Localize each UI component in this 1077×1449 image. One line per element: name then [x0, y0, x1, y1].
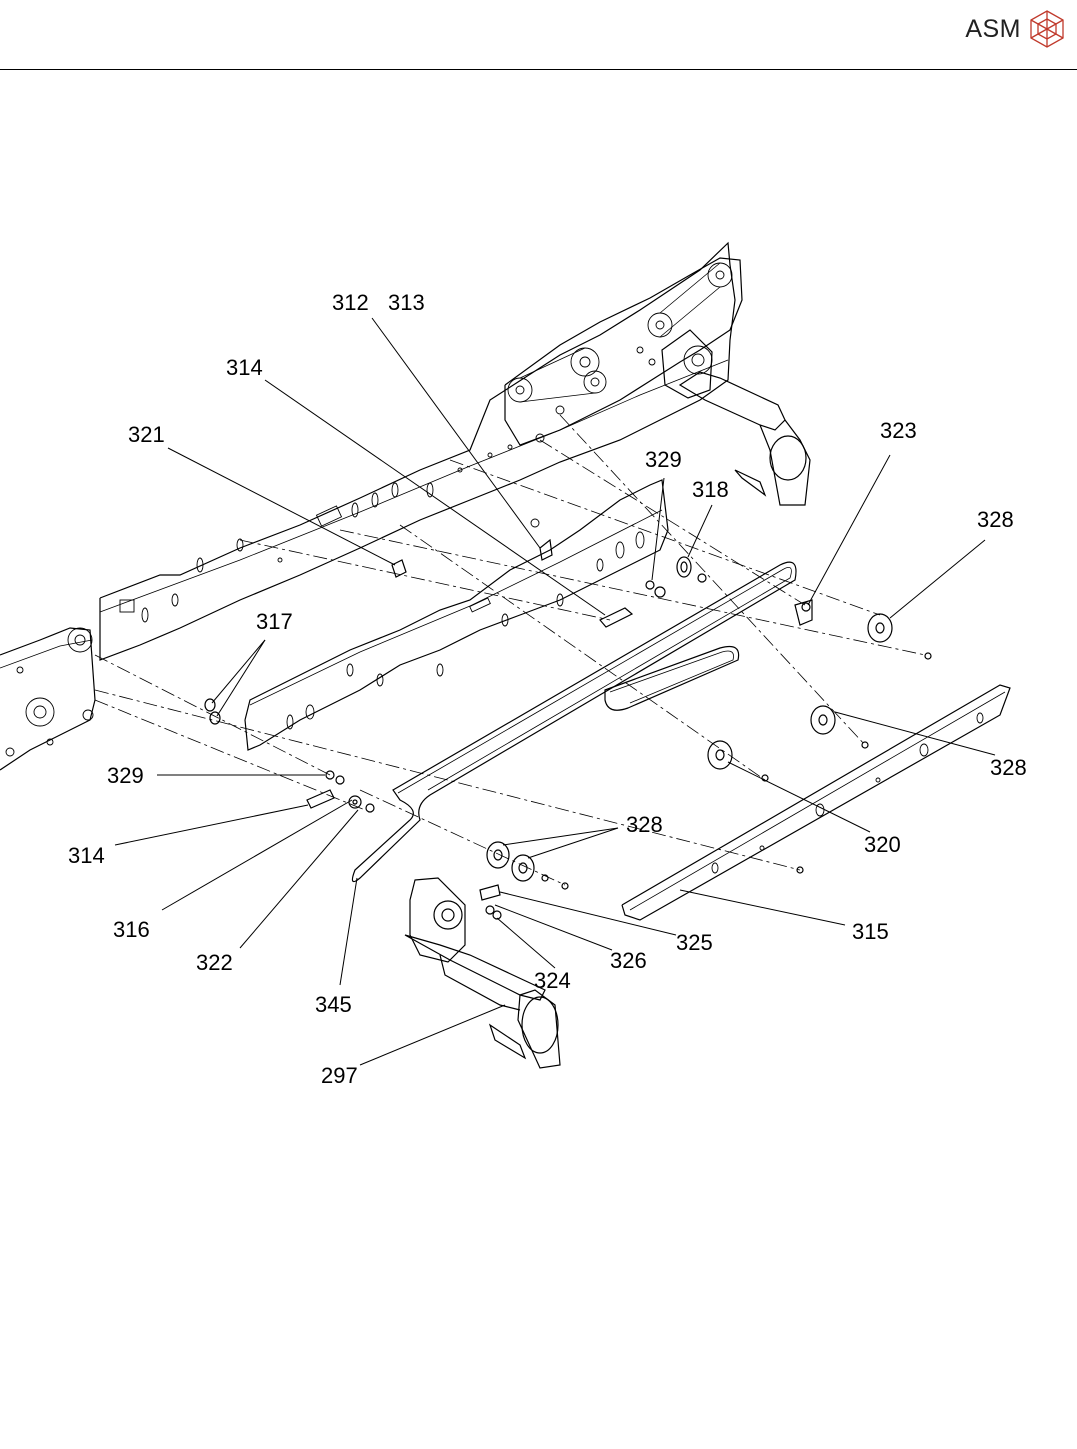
callout-329-top: 329	[645, 447, 682, 472]
callout-314-top: 314	[226, 355, 263, 380]
assembly-axes	[95, 415, 925, 885]
callout-324: 324	[534, 968, 571, 993]
callout-328-mid: 328	[626, 812, 663, 837]
callout-316: 316	[113, 917, 150, 942]
callout-326: 326	[610, 948, 647, 973]
callout-328-right: 328	[990, 755, 1027, 780]
front-rail	[622, 685, 1010, 920]
callout-329-left: 329	[107, 763, 144, 788]
callout-314-left: 314	[68, 843, 105, 868]
callout-315: 315	[852, 919, 889, 944]
callout-321: 321	[128, 422, 165, 447]
callout-328-top: 328	[977, 507, 1014, 532]
callout-325: 325	[676, 930, 713, 955]
belts	[352, 562, 796, 881]
callout-345: 345	[315, 992, 352, 1017]
callout-320: 320	[864, 832, 901, 857]
callout-317: 317	[256, 609, 293, 634]
callout-297: 297	[321, 1063, 358, 1088]
callout-313: 313	[388, 290, 425, 315]
callout-322: 322	[196, 950, 233, 975]
rear-side-frame	[100, 243, 810, 660]
left-end-frame	[0, 628, 95, 770]
callout-318: 318	[692, 477, 729, 502]
callout-312: 312	[332, 290, 369, 315]
leader-lines	[115, 318, 995, 1065]
callout-labels: 312 313 314 321 329 318 323 328 317 329 …	[68, 290, 1027, 1088]
callout-323: 323	[880, 418, 917, 443]
